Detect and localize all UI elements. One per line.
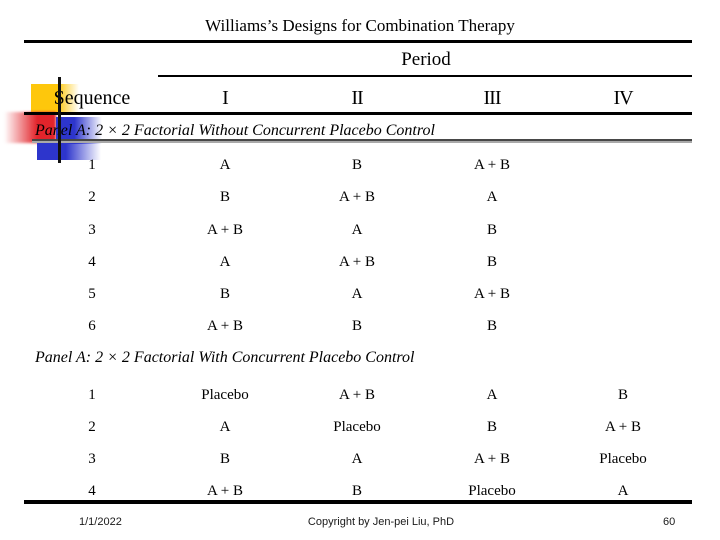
footer-date: 1/1/2022 [79, 516, 122, 528]
cell-sequence: 4 [88, 483, 96, 499]
cell-period-1: B [219, 286, 230, 302]
cell-sequence: 4 [88, 254, 96, 270]
panel-1-title: Panel A: 2 × 2 Factorial Without Concurr… [35, 122, 435, 139]
cell-period-2: B [351, 483, 362, 499]
cell-period-3: B [486, 318, 497, 334]
cell-period-3: B [486, 254, 497, 270]
table-row: 2 A Placebo B A + B [0, 416, 720, 438]
cell-period-3: Placebo [468, 483, 516, 499]
cell-period-3: B [486, 419, 497, 435]
cell-sequence: 1 [88, 157, 96, 173]
table-row: 2 B A + B A [0, 186, 720, 208]
cell-period-1: A + B [207, 483, 243, 499]
cell-period-3: A [486, 189, 498, 205]
table-row: 5 B A A + B [0, 283, 720, 305]
period-underline-rule [158, 75, 692, 77]
cell-period-3: A + B [474, 286, 510, 302]
table-row: 3 A + B A B [0, 219, 720, 241]
cell-period-2: A + B [339, 254, 375, 270]
period-1-column-header: I [222, 87, 229, 109]
cell-period-2: A [351, 222, 363, 238]
table-top-rule [24, 40, 692, 43]
decoration-red-square [2, 112, 56, 143]
table-row: 1 Placebo A + B A B [0, 384, 720, 406]
table-header-row: Sequence I II III IV [0, 84, 720, 112]
cell-sequence: 2 [88, 189, 96, 205]
period-2-column-header: II [351, 87, 363, 109]
cell-sequence: 6 [88, 318, 96, 334]
decoration-vertical-line [58, 77, 61, 163]
sequence-column-header: Sequence [53, 87, 131, 109]
period-3-column-header: III [483, 87, 502, 109]
panel-2-title: Panel A: 2 × 2 Factorial With Concurrent… [35, 349, 415, 366]
decoration-blue-lower-square [37, 143, 101, 160]
cell-period-1: A [219, 254, 231, 270]
cell-period-2: A + B [339, 189, 375, 205]
table-row: 4 A A + B B [0, 251, 720, 273]
cell-period-1: A [219, 419, 231, 435]
cell-period-1: A + B [207, 222, 243, 238]
cell-period-3: B [486, 222, 497, 238]
footer-copyright: Copyright by Jen-pei Liu, PhD [307, 516, 455, 528]
table-row: 4 A + B B Placebo A [0, 480, 720, 502]
cell-period-2: A + B [339, 387, 375, 403]
cell-period-3: A [486, 387, 498, 403]
cell-period-1: A + B [207, 318, 243, 334]
cell-period-3: A + B [474, 451, 510, 467]
cell-period-2: A [351, 286, 363, 302]
cell-period-2: A [351, 451, 363, 467]
slide-title: Williams’s Designs for Combination Thera… [205, 16, 515, 35]
cell-period-3: A + B [474, 157, 510, 173]
table-row: 3 B A A + B Placebo [0, 448, 720, 470]
cell-sequence: 3 [88, 451, 96, 467]
cell-period-4: Placebo [599, 451, 647, 467]
footer-page-number: 60 [663, 516, 676, 528]
cell-period-1: Placebo [201, 387, 249, 403]
cell-period-4: A + B [605, 419, 641, 435]
cell-period-2: B [351, 157, 362, 173]
cell-sequence: 2 [88, 419, 96, 435]
period-4-column-header: IV [613, 87, 633, 109]
cell-period-1: A [219, 157, 231, 173]
table-row: 6 A + B B B [0, 315, 720, 337]
cell-period-2: B [351, 318, 362, 334]
header-bottom-rule [24, 112, 692, 115]
cell-period-2: Placebo [333, 419, 381, 435]
table-bottom-rule [24, 500, 692, 504]
cell-period-1: B [219, 189, 230, 205]
period-spanner-header: Period [401, 49, 451, 70]
cell-period-4: A [617, 483, 629, 499]
cell-sequence: 1 [88, 387, 96, 403]
table-row: 1 A B A + B [0, 154, 720, 176]
cell-period-1: B [219, 451, 230, 467]
cell-sequence: 3 [88, 222, 96, 238]
cell-sequence: 5 [88, 286, 96, 302]
decoration-yellow-square [31, 84, 79, 113]
cell-period-4: B [617, 387, 628, 403]
panel-1-divider-rule [32, 139, 692, 143]
